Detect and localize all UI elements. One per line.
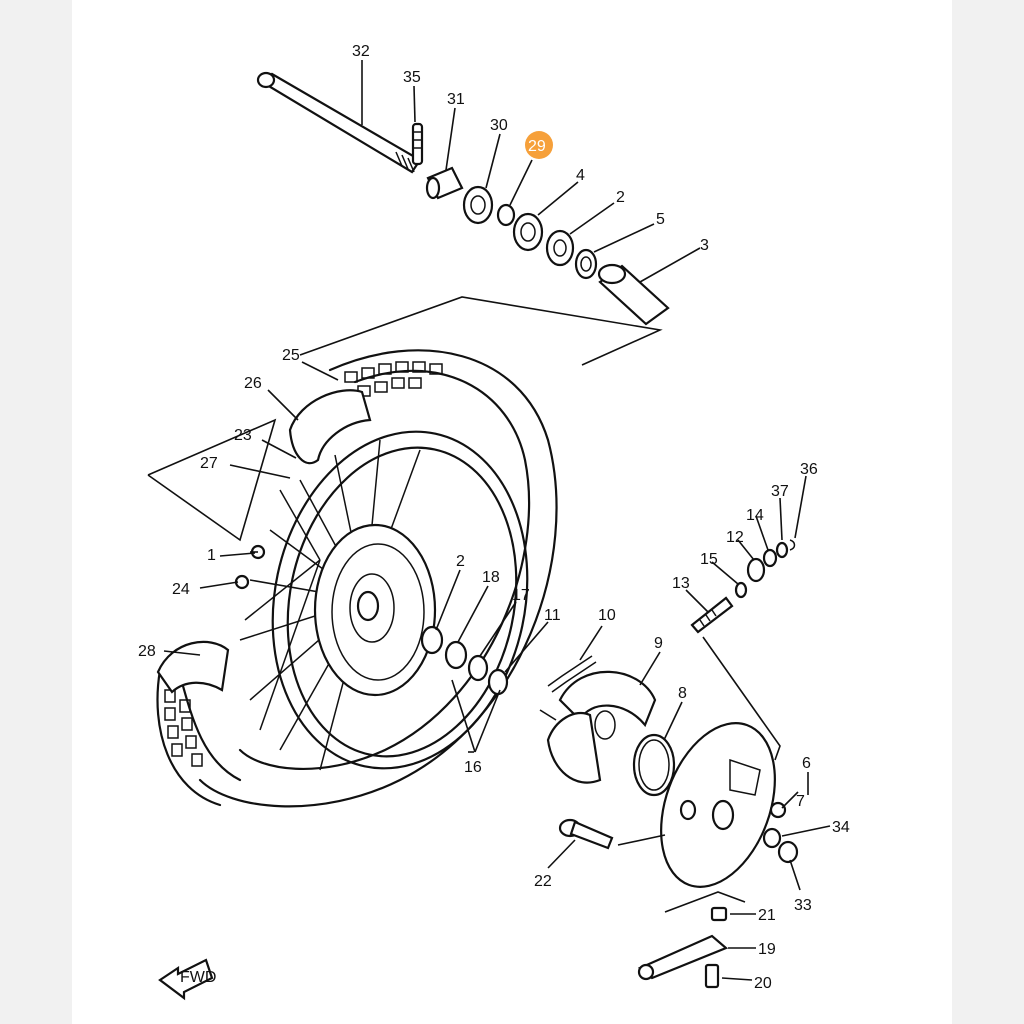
- callout-24: 24: [172, 581, 190, 598]
- washer-15: [734, 581, 748, 599]
- callout-21: 21: [758, 907, 776, 924]
- callout-32: 32: [352, 43, 370, 60]
- callout-3: 3: [700, 237, 709, 254]
- callout-27: 27: [200, 455, 218, 472]
- diagram-frame: [72, 0, 952, 1024]
- callout-2-hub: 2: [456, 553, 465, 570]
- callout-17: 17: [512, 587, 530, 604]
- callout-29: 29: [528, 138, 546, 155]
- callout-18: 18: [482, 569, 500, 586]
- brake-oring: [632, 733, 676, 797]
- callout-30: 30: [490, 117, 508, 134]
- callout-23: 23: [234, 427, 252, 444]
- callout-8: 8: [678, 685, 687, 702]
- callout-12: 12: [726, 529, 744, 546]
- leader-lines: [163, 60, 831, 981]
- callout-6: 6: [802, 755, 811, 772]
- callout-19: 19: [758, 941, 776, 958]
- lever-nut-21: [710, 906, 728, 922]
- hub: [313, 523, 437, 697]
- callout-5: 5: [656, 211, 665, 228]
- lever-bolt-20: [704, 963, 720, 989]
- callout-15: 15: [700, 551, 718, 568]
- callout-10: 10: [598, 607, 616, 624]
- brake-panel: [660, 722, 776, 888]
- hub-right-bearings: [420, 625, 509, 696]
- axle: [256, 71, 422, 174]
- callout-36: 36: [800, 461, 818, 478]
- gear-12: [746, 557, 766, 583]
- bearing-4: [512, 212, 544, 252]
- callout-22: 22: [534, 873, 552, 890]
- brake-shoe: [546, 670, 657, 784]
- callout-2-top: 2: [616, 189, 625, 206]
- bearing-2-top: [545, 229, 575, 267]
- callout-7: 7: [796, 793, 805, 810]
- cam-lever-19: [637, 934, 729, 981]
- fwd-badge-text: FWD: [180, 969, 216, 986]
- callout-16: 16: [464, 759, 482, 776]
- callout-13: 13: [672, 575, 690, 592]
- camshaft-22: [558, 818, 614, 850]
- callout-31: 31: [447, 91, 465, 108]
- cotter-pin: [411, 122, 424, 166]
- callout-26: 26: [244, 375, 262, 392]
- callout-33: 33: [794, 897, 812, 914]
- spacer-29: [496, 203, 516, 227]
- circlip-5: [574, 248, 598, 280]
- highlight-badge: [525, 131, 553, 159]
- washer-14: [762, 548, 778, 568]
- callout-labels: 32 35 31 30 29 4 2 5 3 25 26 23 27 1 24 …: [138, 43, 850, 992]
- clip-37-36: [775, 539, 796, 559]
- callout-37: 37: [771, 483, 789, 500]
- speedo-shaft-13: [690, 596, 734, 634]
- callout-1: 1: [207, 547, 216, 564]
- callout-9: 9: [654, 635, 663, 652]
- callout-14: 14: [746, 507, 764, 524]
- callout-28: 28: [138, 643, 156, 660]
- callout-35: 35: [403, 69, 421, 86]
- small-bolts-left: [234, 544, 266, 590]
- callout-34: 34: [832, 819, 850, 836]
- tire-section-28: [156, 640, 230, 694]
- oil-seal-30: [462, 185, 494, 225]
- spring-10: [547, 655, 597, 693]
- callout-20: 20: [754, 975, 772, 992]
- fwd-arrow-icon: FWD: [158, 958, 216, 1001]
- spacer-3: [597, 263, 670, 326]
- callout-11: 11: [544, 607, 561, 624]
- tube-cutaway: [288, 389, 372, 465]
- callout-4: 4: [576, 167, 585, 184]
- callout-25: 25: [282, 347, 300, 364]
- rim-and-spokes: [239, 430, 529, 771]
- collar: [425, 166, 464, 200]
- panel-hardware: [762, 801, 799, 864]
